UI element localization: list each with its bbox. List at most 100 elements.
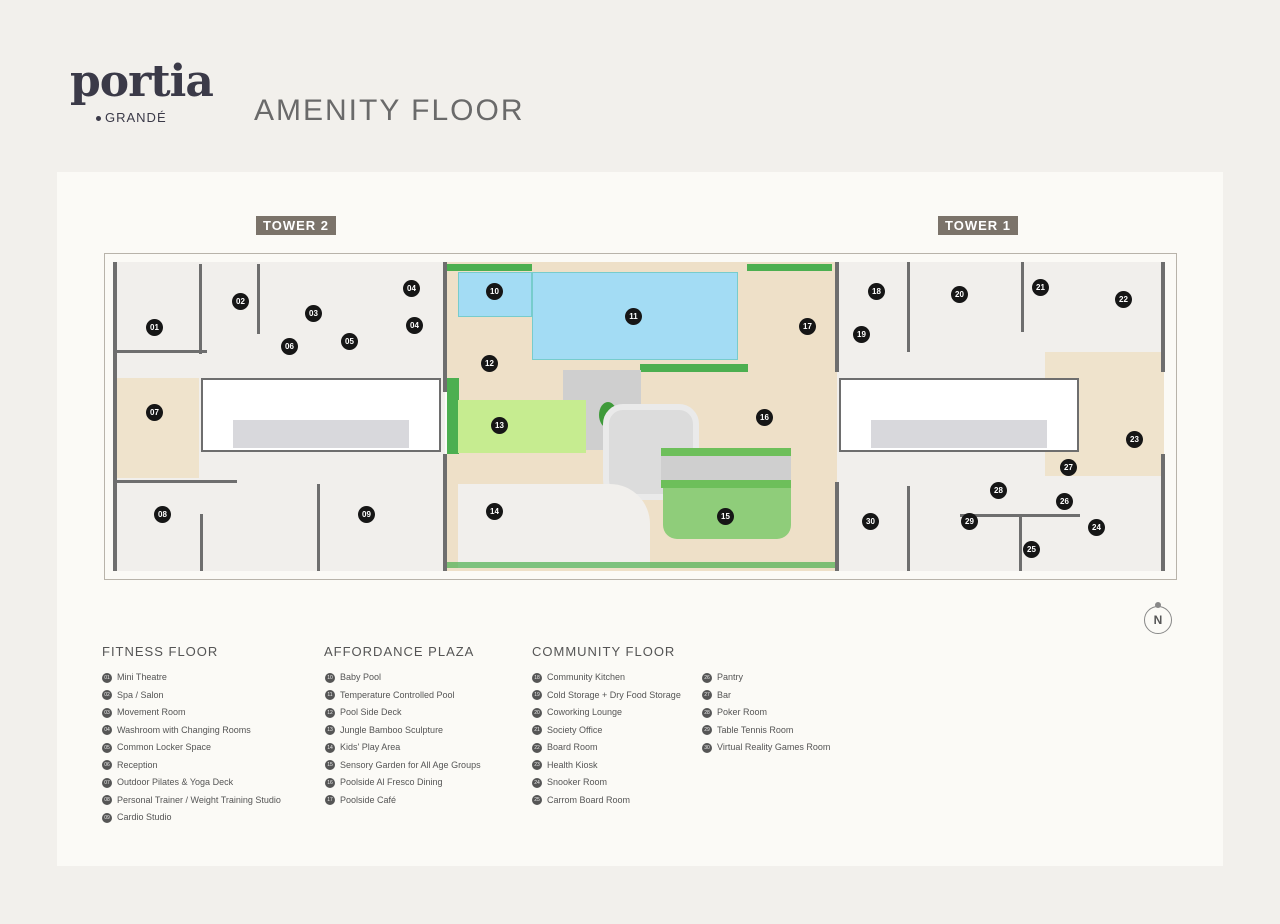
marker-16: 16 bbox=[756, 409, 773, 426]
marker-03: 03 bbox=[305, 305, 322, 322]
hedge bbox=[447, 264, 532, 271]
legend-label: Jungle Bamboo Sculpture bbox=[340, 724, 444, 735]
legend-number-badge: 12 bbox=[325, 707, 335, 718]
marker-20: 20 bbox=[951, 286, 968, 303]
marker-04: 04 bbox=[403, 280, 420, 297]
jungle-sculpture-lawn bbox=[458, 400, 586, 453]
legend-number-badge: 06 bbox=[102, 760, 112, 770]
hedge bbox=[747, 264, 832, 271]
legend-plaza-title: AFFORDANCE PLAZA bbox=[324, 644, 475, 659]
legend-item: 22 Board Room bbox=[532, 742, 598, 753]
legend-label: Carrom Board Room bbox=[547, 794, 631, 805]
legend-number-badge: 13 bbox=[325, 725, 335, 735]
legend-number-badge: 09 bbox=[102, 812, 112, 823]
legend-number-badge: 21 bbox=[532, 725, 542, 735]
legend-number-badge: 18 bbox=[532, 672, 542, 683]
marker-18: 18 bbox=[868, 283, 885, 300]
legend-label: Pool Side Deck bbox=[340, 707, 402, 717]
legend-label: Movement Room bbox=[117, 707, 186, 717]
legend-label: Bar bbox=[717, 689, 732, 700]
legend-label: Outdoor Pilates & Yoga Deck bbox=[117, 777, 234, 787]
hedge bbox=[447, 378, 459, 454]
legend-number-badge: 28 bbox=[702, 707, 712, 718]
marker-05: 05 bbox=[341, 333, 358, 350]
wall bbox=[199, 264, 202, 354]
marker-10: 10 bbox=[486, 283, 503, 300]
marker-06: 06 bbox=[281, 338, 298, 355]
legend-number-badge: 08 bbox=[102, 795, 112, 805]
legend-number-badge: 26 bbox=[702, 672, 712, 683]
legend-number-badge: 02 bbox=[102, 690, 112, 700]
legend-label: Cardio Studio bbox=[117, 812, 172, 822]
marker-17: 17 bbox=[799, 318, 816, 335]
legend-item: 28 Poker Room bbox=[702, 707, 767, 718]
legend-community-title: COMMUNITY FLOOR bbox=[532, 644, 676, 659]
marker-01: 01 bbox=[146, 319, 163, 336]
wall bbox=[1161, 454, 1165, 571]
legend-number-badge: 22 bbox=[532, 742, 542, 753]
marker-15: 15 bbox=[717, 508, 734, 525]
legend-label: Virtual Reality Games Room bbox=[717, 742, 831, 752]
marker-04b: 04 bbox=[406, 317, 423, 334]
marker-13: 13 bbox=[491, 417, 508, 434]
wall bbox=[257, 264, 260, 334]
legend-number-badge: 14 bbox=[325, 742, 335, 753]
tower-2-label: TOWER 2 bbox=[256, 216, 336, 235]
legend-item: 25 Carrom Board Room bbox=[532, 795, 630, 806]
wall bbox=[1161, 262, 1165, 372]
wall bbox=[835, 262, 839, 372]
wall bbox=[1019, 516, 1022, 571]
temperature-pool bbox=[532, 272, 738, 360]
legend-item: 09 Cardio Studio bbox=[102, 812, 172, 823]
legend-item: 13 Jungle Bamboo Sculpture bbox=[325, 725, 443, 736]
legend-number-badge: 25 bbox=[532, 795, 542, 805]
hedge bbox=[447, 562, 837, 568]
legend-number-badge: 01 bbox=[102, 672, 112, 683]
legend-number-badge: 29 bbox=[702, 725, 712, 735]
marker-07: 07 bbox=[146, 404, 163, 421]
legend-item: 12 Pool Side Deck bbox=[325, 707, 402, 718]
marker-23: 23 bbox=[1126, 431, 1143, 448]
legend-number-badge: 05 bbox=[102, 742, 112, 753]
legend-label: Coworking Lounge bbox=[547, 707, 623, 717]
legend-number-badge: 15 bbox=[325, 760, 335, 770]
legend-number-badge: 23 bbox=[532, 760, 542, 770]
marker-02: 02 bbox=[232, 293, 249, 310]
legend-label: Washroom with Changing Rooms bbox=[117, 724, 251, 735]
legend-label: Community Kitchen bbox=[547, 672, 626, 682]
legend-number-badge: 03 bbox=[102, 707, 112, 718]
marker-29: 29 bbox=[961, 513, 978, 530]
marker-28: 28 bbox=[990, 482, 1007, 499]
wall bbox=[1021, 262, 1024, 332]
marker-08: 08 bbox=[154, 506, 171, 523]
brand-logo-sub: GRANDÉ bbox=[96, 110, 167, 125]
yoga-deck-area bbox=[116, 378, 199, 478]
legend-label: Poker Room bbox=[717, 707, 768, 717]
tower-1-label: TOWER 1 bbox=[938, 216, 1018, 235]
legend-label: Baby Pool bbox=[340, 672, 382, 682]
legend-number-badge: 24 bbox=[532, 777, 542, 788]
legend-item: 18 Community Kitchen bbox=[532, 672, 625, 683]
legend-label: Health Kiosk bbox=[547, 759, 598, 770]
legend-fitness-title: FITNESS FLOOR bbox=[102, 644, 219, 659]
legend-label: Common Locker Space bbox=[117, 742, 212, 752]
wall bbox=[907, 486, 910, 571]
wall bbox=[835, 482, 839, 571]
wall bbox=[113, 262, 117, 571]
legend-label: Board Room bbox=[547, 742, 598, 752]
